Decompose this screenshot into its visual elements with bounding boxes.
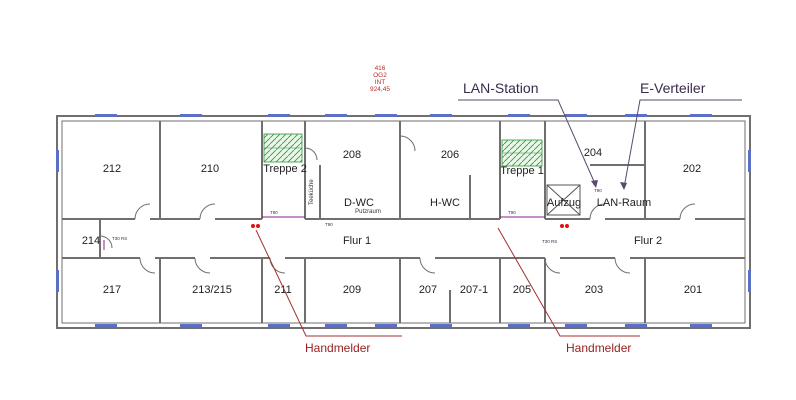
room-213-215: 213/215	[192, 284, 232, 296]
room-lift: Aufzug	[547, 197, 581, 209]
callout-handmelder-left: Handmelder	[255, 229, 402, 355]
floor-code-building: 416	[375, 65, 386, 72]
room-205: 205	[513, 284, 531, 296]
corridor-2: Flur 2	[634, 235, 662, 247]
handmelder-markers	[251, 224, 569, 228]
label-teekueche: Teeküche	[309, 179, 315, 205]
label-t90-stair2: T90	[270, 210, 278, 215]
callout-handmelder-right: Handmelder	[497, 227, 640, 355]
handmelder-dot-left	[251, 224, 255, 228]
floor-code-area: 924,45	[370, 86, 390, 93]
room-211: 211	[274, 284, 292, 296]
floor-code-type: INT	[375, 79, 386, 86]
stairwells	[263, 133, 543, 167]
label-t30-right: T30 RS	[542, 239, 557, 244]
room-203: 203	[585, 284, 603, 296]
callout-e-verteiler-label: E-Verteiler	[640, 80, 706, 96]
handmelder-dot-right	[560, 224, 564, 228]
room-lan-raum: LAN-Raum	[597, 197, 651, 209]
windows	[56, 114, 751, 327]
room-204: 204	[584, 147, 602, 159]
callout-lan-station: LAN-Station	[458, 80, 598, 188]
room-209: 209	[343, 284, 361, 296]
room-208: 208	[343, 149, 361, 161]
small-labels: Teeküche Putzraum T90 T90 T90 T90 T30 RS…	[112, 179, 602, 244]
label-putzraum: Putzraum	[355, 209, 381, 215]
room-214: 214	[82, 235, 100, 247]
room-labels: 212 210 Treppe 2 208 D-WC 206 H-WC Trepp…	[82, 147, 702, 296]
door-swings	[99, 135, 696, 274]
outer-wall	[56, 115, 751, 329]
elevator-shaft	[546, 184, 581, 216]
room-201: 201	[684, 284, 702, 296]
corridor-wiring	[103, 216, 545, 250]
room-210: 210	[201, 163, 219, 175]
callout-handmelder-left-label: Handmelder	[305, 341, 370, 355]
label-t30-left: T30 RS	[112, 236, 127, 241]
inner-walls	[62, 121, 745, 323]
room-207: 207	[419, 284, 437, 296]
room-207-1: 207-1	[460, 284, 488, 296]
room-h-wc: H-WC	[430, 197, 460, 209]
corridor-1: Flur 1	[343, 235, 371, 247]
room-stair-2: Treppe 2	[263, 163, 307, 175]
label-t90-wc: T90	[325, 222, 333, 227]
room-d-wc: D-WC	[344, 197, 374, 209]
room-stair-1: Treppe 1	[500, 165, 544, 177]
callout-lan-station-label: LAN-Station	[463, 80, 538, 96]
room-212: 212	[103, 163, 121, 175]
callout-e-verteiler: E-Verteiler	[620, 80, 742, 190]
floor-code-level: OG2	[373, 72, 387, 79]
room-217: 217	[103, 284, 121, 296]
room-202: 202	[683, 163, 701, 175]
floor-code: 416 OG2 INT 924,45	[370, 65, 390, 93]
label-t90-lan: T90	[594, 188, 602, 193]
room-206: 206	[441, 149, 459, 161]
callout-handmelder-right-label: Handmelder	[566, 341, 631, 355]
label-t90-stair1: T90	[508, 210, 516, 215]
